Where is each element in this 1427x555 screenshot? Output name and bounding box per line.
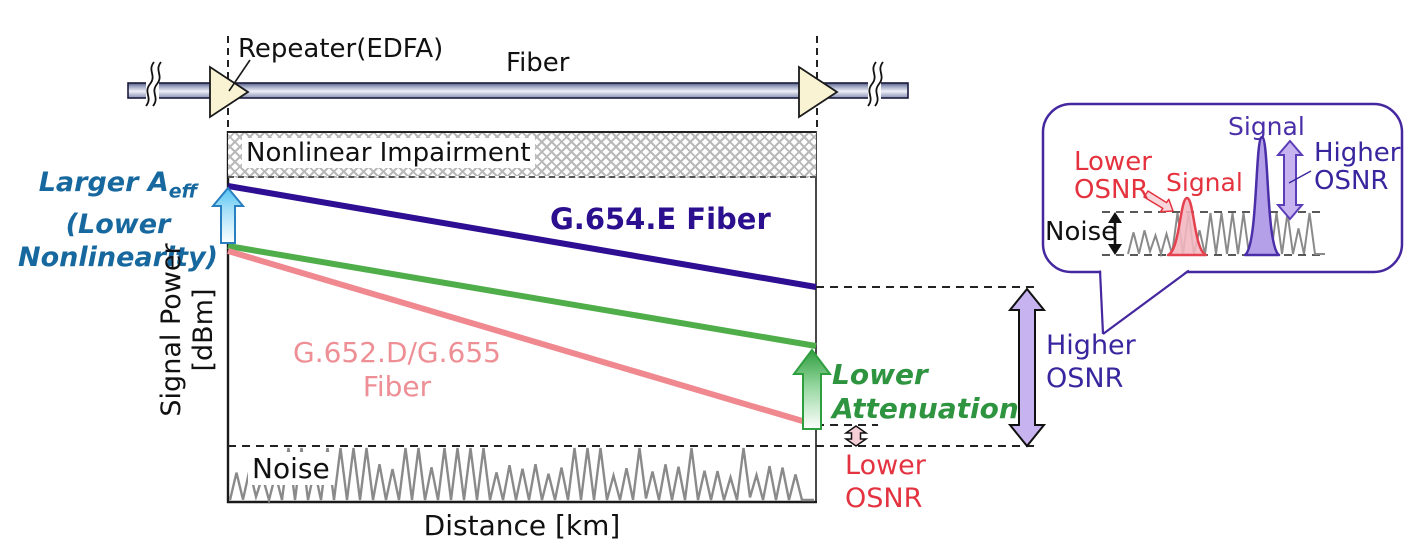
y-axis-label: Signal Power [dBm]	[156, 243, 219, 417]
bubble-noise-double-arrow	[1108, 212, 1122, 255]
bubble-higher-osnr-pointer	[1288, 170, 1312, 184]
bubble-signal-peak-high	[1243, 135, 1281, 257]
bubble-lower-osnr-label: Lower OSNR	[1074, 147, 1152, 205]
bubble-higher-osnr-label: Higher OSNR	[1314, 138, 1401, 196]
g652-line	[227, 248, 817, 428]
g654e-series-label: G.654.E Fiber	[550, 202, 771, 236]
noise-region-label: Noise	[248, 452, 334, 485]
lower-attenuation-arrow	[792, 348, 832, 430]
bubble-lower-osnr-pointer	[1143, 190, 1174, 213]
bubble-signal-high-label: Signal	[1228, 112, 1305, 141]
plot-frame	[226, 131, 817, 504]
level-dashed-lines	[228, 286, 1040, 447]
repeater-label: Repeater(EDFA)	[238, 34, 444, 64]
noise-waveform-bubble	[1127, 212, 1325, 258]
bubble-higher-osnr-arrow	[1275, 139, 1305, 221]
repeater-dashed-guides	[227, 36, 818, 130]
larger-aeff-annotation: Larger Aeff (Lower Nonlinearity)	[17, 167, 219, 274]
bubble-noise-label: Noise	[1045, 217, 1118, 247]
bubble-signal-peak-low	[1166, 196, 1208, 257]
lower-osnr-annotation: Lower OSNR	[845, 450, 926, 514]
fiber-break-marks	[145, 61, 884, 107]
repeater-pointer-line	[228, 59, 251, 92]
amplifier-triangle-right	[798, 65, 839, 119]
larger-aeff-arrow	[210, 186, 246, 244]
amplifier-triangle-left	[209, 65, 250, 119]
nonlinear-impairment-label: Nonlinear Impairment	[242, 138, 535, 168]
fiber-label: Fiber	[506, 48, 570, 78]
lower-attenuation-annotation: Lower Attenuation	[832, 358, 1019, 425]
lower-attenuation-line	[227, 243, 817, 349]
higher-osnr-annotation: Higher OSNR	[1046, 330, 1136, 394]
x-axis-label: Distance [km]	[423, 509, 621, 542]
higher-osnr-arrow	[1007, 287, 1047, 448]
bubble-signal-low-label: Signal	[1166, 168, 1243, 197]
g654e-line	[227, 183, 817, 290]
fiber-tube	[127, 82, 909, 99]
g652-series-label: G.652.D/G.655 Fiber	[293, 336, 501, 403]
lower-osnr-arrow	[843, 425, 869, 447]
